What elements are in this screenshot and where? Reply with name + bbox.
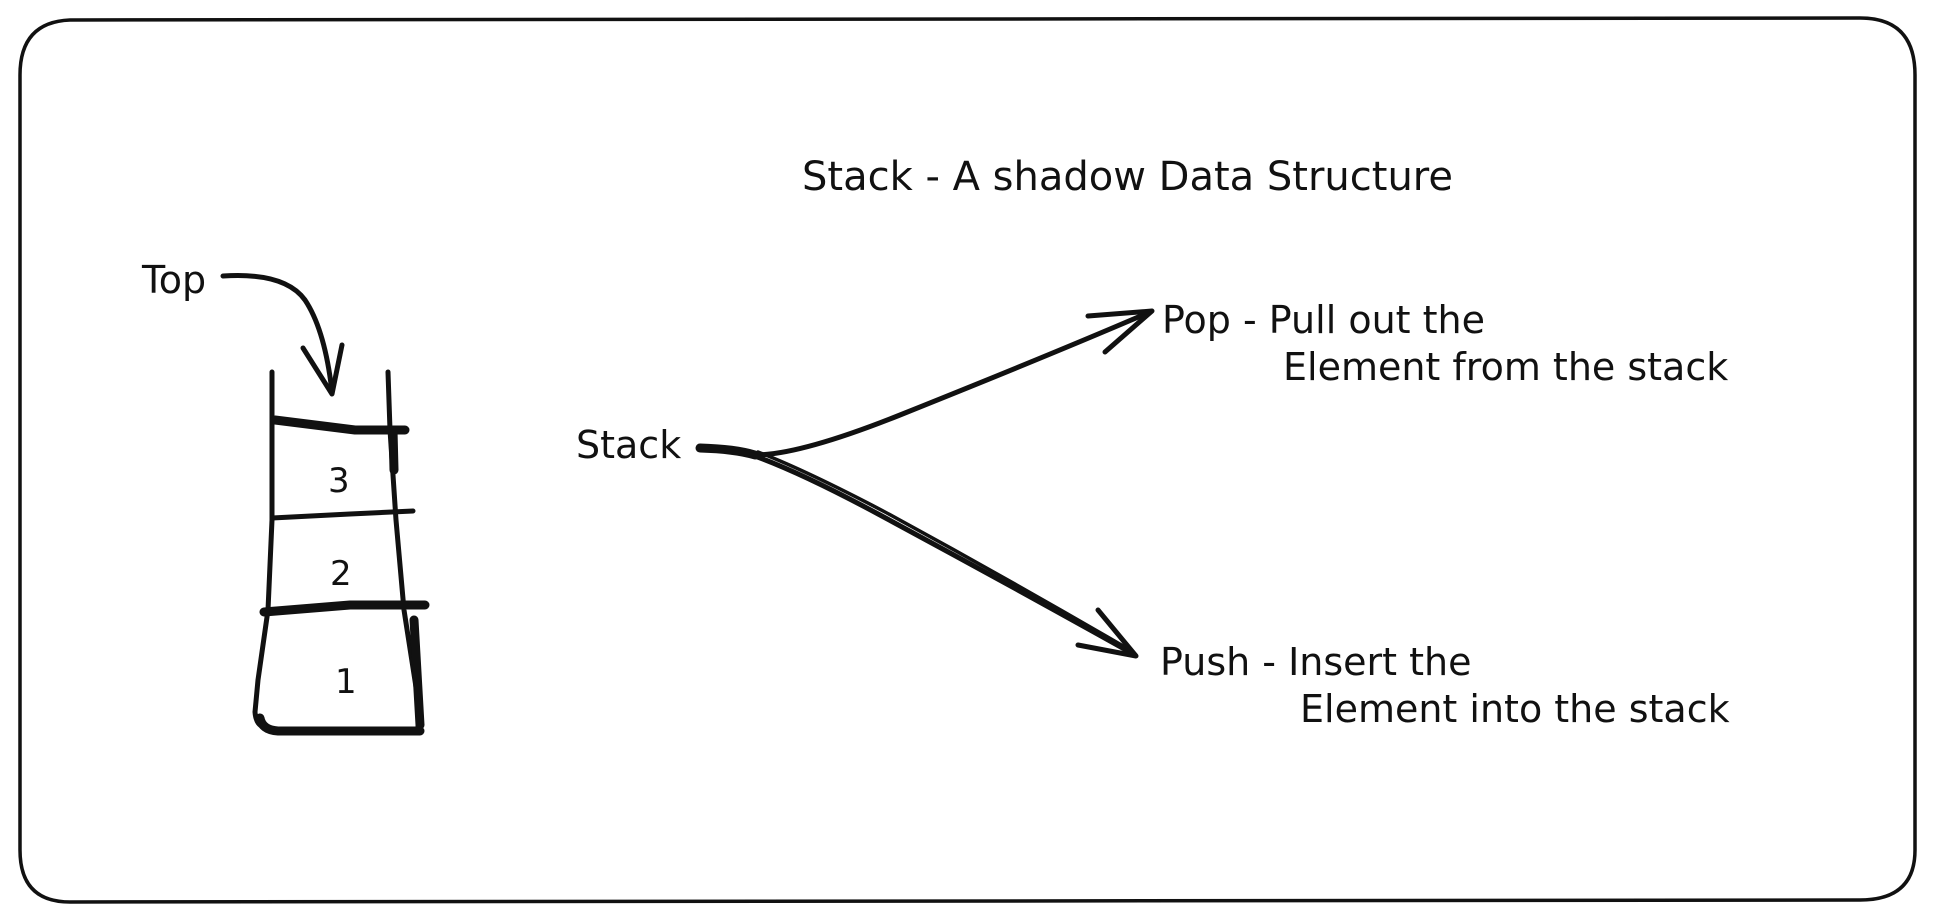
arrow-junction [695,443,760,460]
pop-arrowhead [1085,308,1155,355]
stack-cell-3: 3 [328,461,350,501]
push-arrowhead [1075,607,1139,659]
stack-divider-2-1 [259,600,430,617]
top-label: Top [141,258,206,302]
stack-container: 3 2 1 [252,369,430,736]
stack-divider-top [270,415,410,435]
stack-cell-2: 2 [330,554,352,594]
top-pointer-arrow [220,273,335,395]
push-label-line1: Push - Insert the [1160,640,1472,684]
diagram-title: Stack - A shadow Data Structure [802,154,1453,200]
stack-right-wall-accent [388,425,425,730]
stack-source-label: Stack [576,423,681,467]
pop-arrow [752,309,1153,458]
push-arrow-second-stroke [756,450,1132,652]
stack-cell-1: 1 [335,662,357,702]
top-pointer-arrowhead [300,342,345,397]
pop-label-line2: Element from the stack [1283,345,1728,389]
pop-label-line1: Pop - Pull out the [1162,298,1485,342]
diagram-frame [18,16,1917,904]
push-arrow [749,452,1138,658]
stack-left-wall [252,369,275,731]
push-label-line2: Element into the stack [1300,687,1730,731]
stack-bottom [255,713,425,736]
stack-divider-3-2 [269,508,416,521]
